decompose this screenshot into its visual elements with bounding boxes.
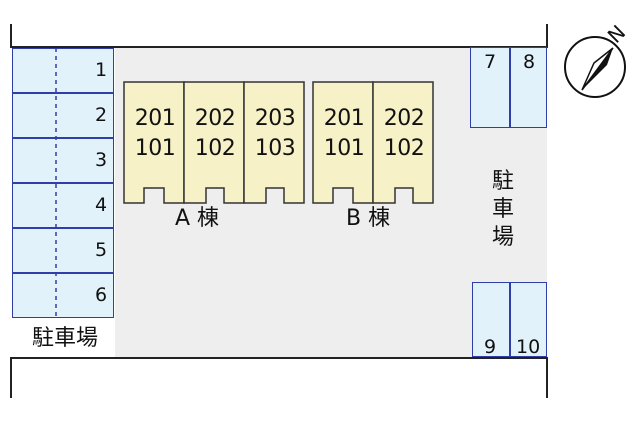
parking-number: 2 [95,104,108,126]
parking-number: 10 [516,336,541,358]
unit-lower: 102 [383,136,425,161]
parking-space-8: 8 [510,47,547,128]
boundary-right-bottom [546,358,548,398]
parking-label-char: 車 [491,197,514,222]
parking-number: 4 [95,194,108,216]
boundary-left-bottom [10,358,12,398]
parking-space-10: 10 [510,282,547,357]
parking-space-4: 4 [12,183,114,228]
building-b-outline [312,81,434,204]
unit-b2: 202 102 [375,104,433,164]
parking-number: 5 [95,239,108,261]
unit-upper: 201 [134,106,176,131]
parking-number: 1 [95,59,108,81]
unit-a2: 202 102 [186,104,244,164]
parking-number: 3 [95,149,108,171]
unit-b1: 201 101 [315,104,373,164]
parking-space-9: 9 [472,282,510,357]
parking-number: 9 [484,336,497,358]
boundary-right-top [546,24,548,48]
unit-upper: 203 [254,106,296,131]
parking-label-left: 駐車場 [32,326,99,351]
parking-number: 8 [523,51,536,73]
parking-number: 6 [95,284,108,306]
parking-space-6: 6 [12,273,114,318]
unit-a1: 201 101 [126,104,184,164]
parking-space-5: 5 [12,228,114,273]
unit-upper: 202 [194,106,236,131]
building-a-outline [123,81,305,204]
unit-lower: 103 [254,136,296,161]
parking-label-right: 駐 車 場 [490,168,516,252]
parking-space-2: 2 [12,93,114,138]
boundary-bottom [10,357,548,359]
building-a-name: A 棟 [175,206,220,231]
unit-lower: 101 [323,136,365,161]
parking-label-char: 場 [491,225,514,250]
unit-lower: 101 [134,136,176,161]
parking-divider-dashed [55,48,57,318]
parking-space-3: 3 [12,138,114,183]
boundary-left-top [10,24,12,48]
parking-space-1: 1 [12,48,114,93]
unit-lower: 102 [194,136,236,161]
compass-icon [564,36,626,98]
unit-upper: 201 [323,106,365,131]
unit-upper: 202 [383,106,425,131]
parking-label-char: 駐 [491,169,514,194]
boundary-top [10,46,548,48]
parking-space-7: 7 [470,47,510,128]
building-b: 201 101 202 102 [311,80,435,204]
unit-a3: 203 103 [246,104,304,164]
building-a: 201 101 202 102 203 103 [122,80,306,204]
parking-number: 7 [484,51,497,73]
building-b-name: B 棟 [346,206,391,231]
